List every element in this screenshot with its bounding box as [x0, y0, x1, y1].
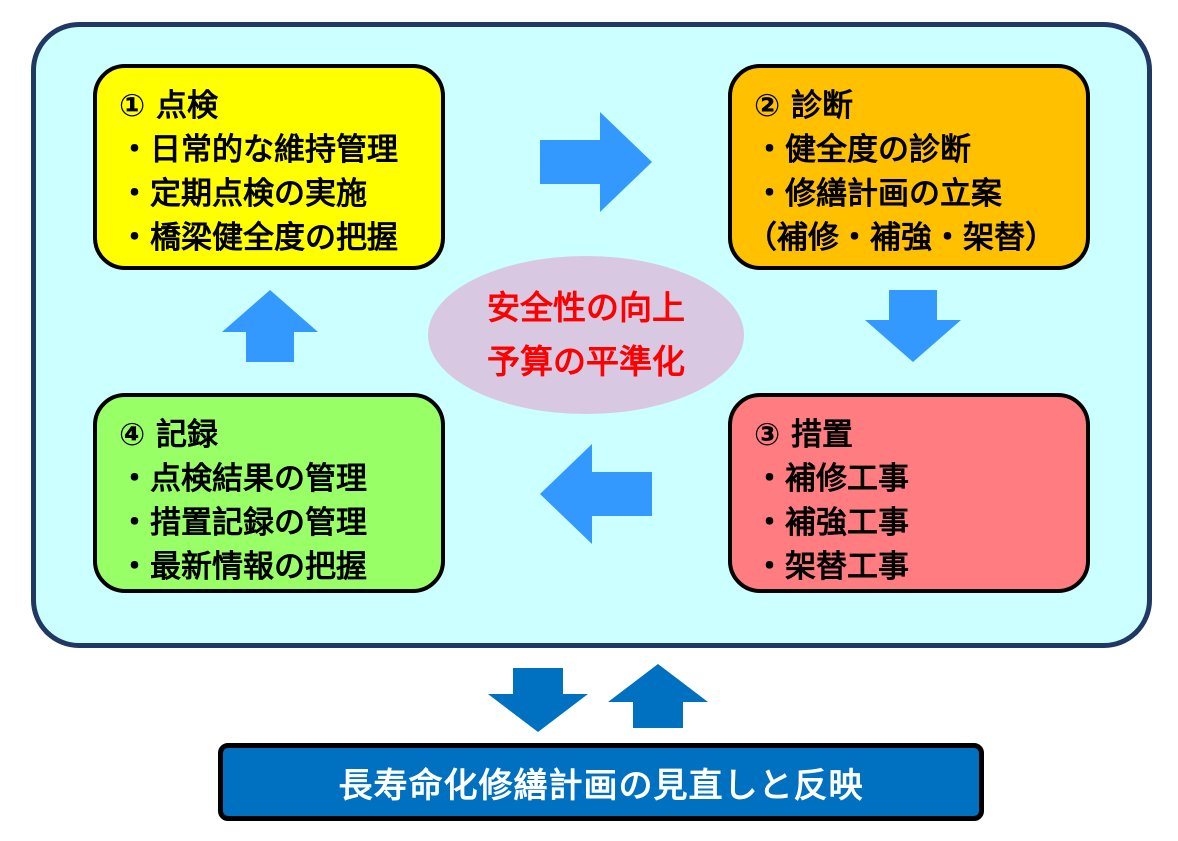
arrow-up-icon: [222, 290, 318, 362]
center-goal-budget: 予算の平準化: [487, 342, 685, 381]
arrow-right-icon: [540, 112, 652, 212]
step-item: ・日常的な維持管理: [119, 132, 398, 168]
step-item: ・修繕計画の立案: [754, 176, 1002, 212]
center-goals-ellipse: 安全性の向上 予算の平準化: [428, 256, 744, 414]
step-box-diagnosis: ② 診断 ・健全度の診断 ・修繕計画の立案 （補修・補強・架替）: [728, 64, 1090, 270]
arrow-left-icon: [540, 444, 652, 544]
step-title-inspection: ① 点検: [119, 88, 219, 124]
step-item: ・点検結果の管理: [119, 461, 367, 497]
arrow-up-from-plan-icon: [608, 664, 708, 728]
step-box-inspection: ① 点検 ・日常的な維持管理 ・定期点検の実施 ・橋梁健全度の把握: [93, 64, 445, 270]
step-item: ・補修工事: [754, 461, 909, 497]
plan-review-banner: 長寿命化修繕計画の見直しと反映: [218, 743, 984, 821]
step-item: ・最新情報の把握: [119, 549, 367, 585]
step-item: ・措置記録の管理: [119, 505, 367, 541]
step-item: ・架替工事: [754, 549, 909, 585]
step-item: （補修・補強・架替）: [746, 220, 1056, 256]
step-item: ・補強工事: [754, 505, 909, 541]
step-box-measures: ③ 措置 ・補修工事 ・補強工事 ・架替工事: [728, 393, 1090, 593]
step-item: ・橋梁健全度の把握: [119, 220, 398, 256]
center-goal-safety: 安全性の向上: [487, 288, 685, 327]
step-title-measures: ③ 措置: [754, 417, 854, 453]
plan-review-label: 長寿命化修繕計画の見直しと反映: [338, 765, 864, 806]
step-box-records: ④ 記録 ・点検結果の管理 ・措置記録の管理 ・最新情報の把握: [93, 393, 445, 593]
step-item: ・健全度の診断: [754, 132, 971, 168]
step-item: ・定期点検の実施: [119, 176, 367, 212]
arrow-down-icon: [865, 290, 961, 362]
step-title-diagnosis: ② 診断: [754, 88, 854, 124]
step-title-records: ④ 記録: [119, 417, 219, 453]
arrow-down-to-plan-icon: [488, 668, 588, 732]
